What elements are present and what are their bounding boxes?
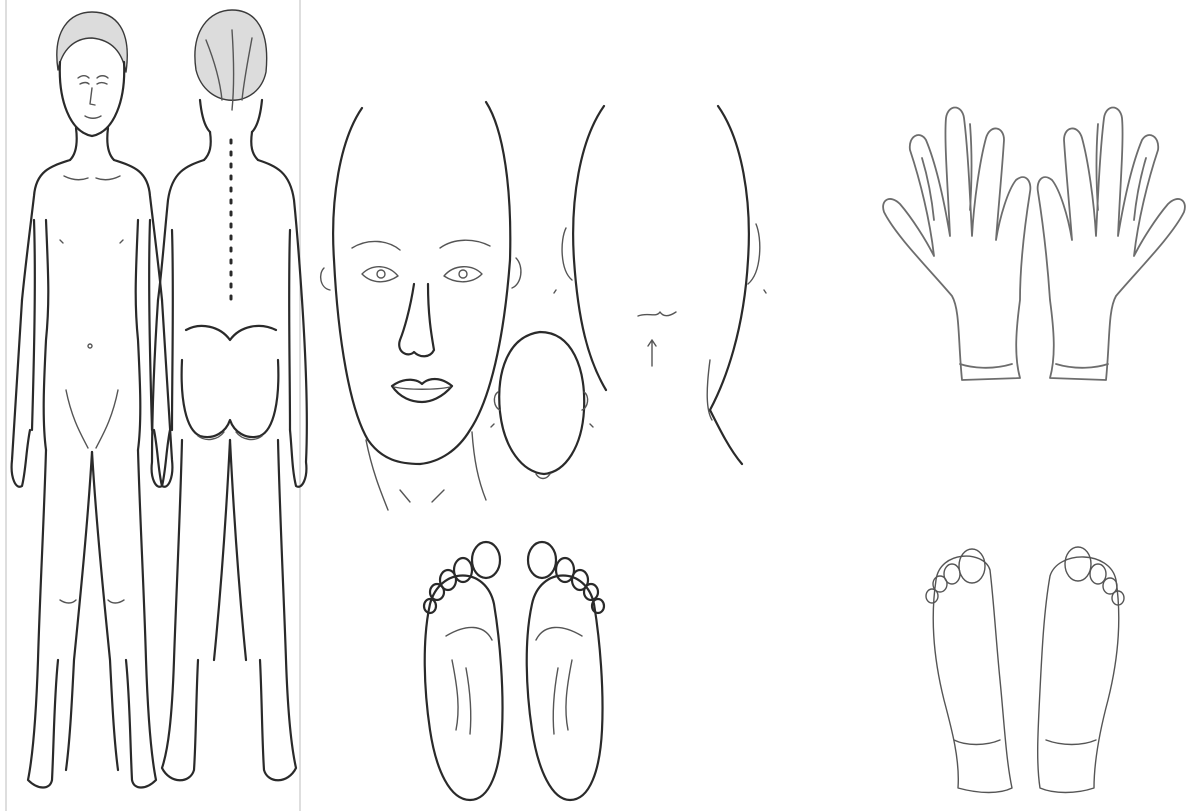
face-front-icon bbox=[321, 102, 521, 510]
head-back-icon bbox=[554, 106, 766, 464]
hand-palms-icon bbox=[883, 108, 1185, 381]
human-body-back-icon bbox=[152, 10, 307, 780]
head-top-icon bbox=[491, 332, 593, 479]
feet-dorsal-icon bbox=[926, 547, 1124, 793]
foot-soles-icon bbox=[424, 542, 604, 800]
human-body-front-icon bbox=[12, 12, 173, 788]
